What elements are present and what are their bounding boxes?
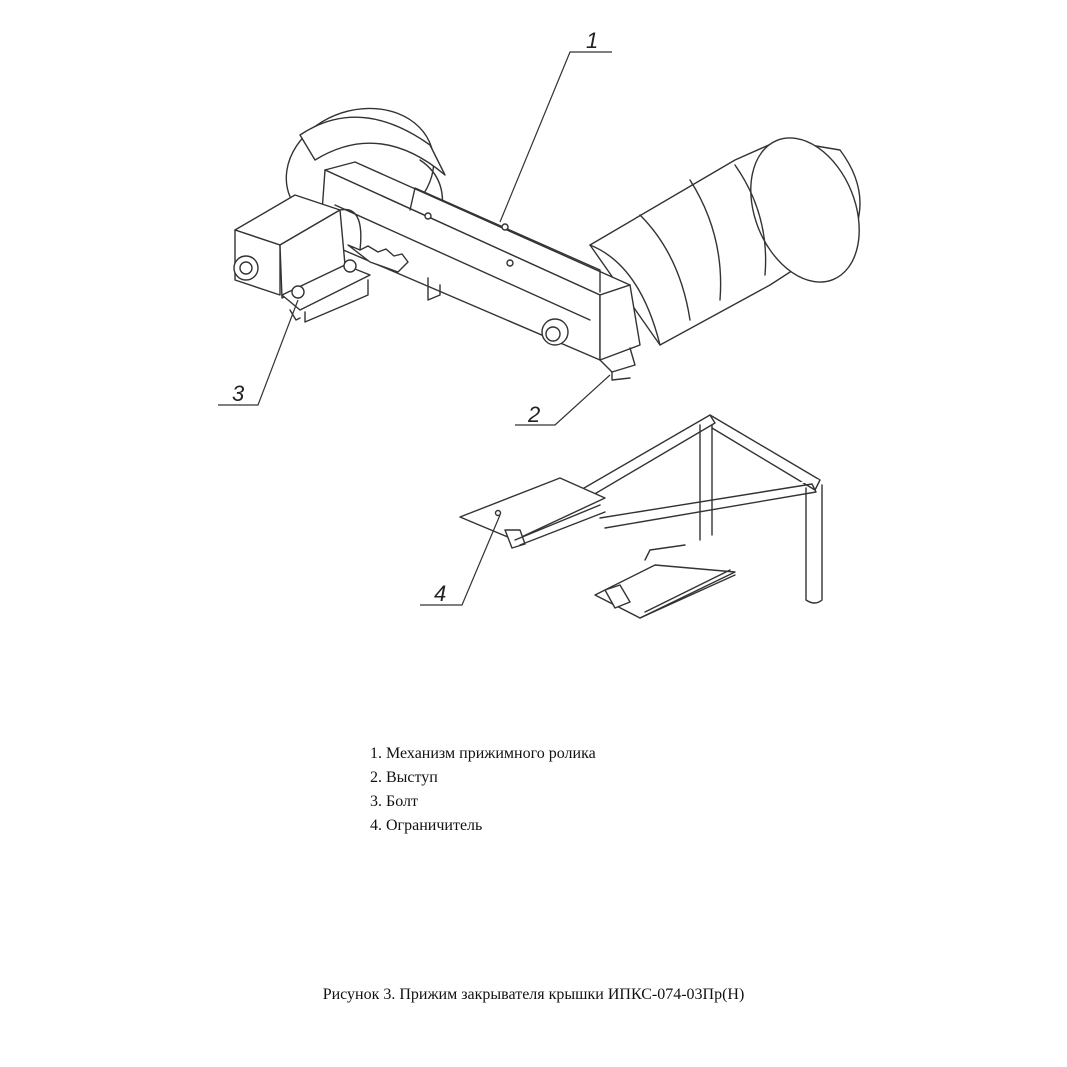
leader-2 [515, 374, 611, 426]
gear-drawing [347, 244, 409, 273]
callout-4: 4 [434, 581, 446, 606]
callout-2: 2 [527, 402, 540, 427]
legend-item: 4. Ограничитель [370, 817, 483, 834]
limiter-drawing [459, 414, 823, 619]
parts-legend: 1. Механизм прижимного ролика 2. Выступ … [370, 742, 596, 838]
bolt-housing [233, 194, 371, 323]
technical-drawing: 1 2 3 4 [218, 28, 861, 619]
motor-drawing [589, 137, 861, 346]
leader-3 [218, 299, 299, 406]
roller-mechanism-beam [319, 161, 641, 381]
legend-item: 1. Механизм прижимного ролика [370, 745, 596, 762]
callout-3: 3 [232, 381, 245, 406]
legend-item: 3. Болт [370, 793, 418, 810]
figure-caption: Рисунок 3. Прижим закрывателя крышки ИПК… [322, 986, 745, 1003]
leader-1 [499, 51, 612, 223]
legend-item: 2. Выступ [370, 769, 438, 786]
leader-4 [420, 514, 501, 606]
callout-1: 1 [586, 28, 598, 53]
